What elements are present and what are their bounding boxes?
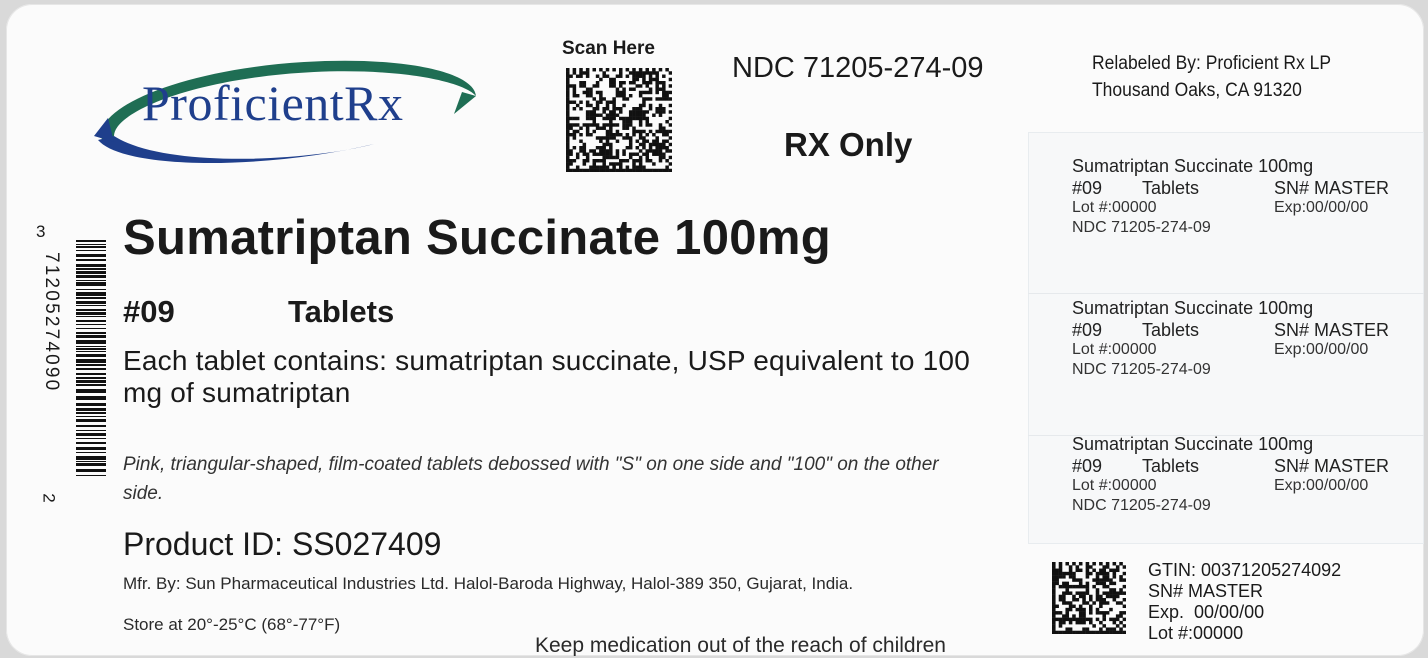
ingredient-statement: Each tablet contains: sumatriptan succin…	[123, 345, 970, 408]
tablet-count: #09	[123, 294, 175, 329]
side-label-name: Sumatriptan Succinate 100mg	[1072, 298, 1314, 318]
side-label-form: Tablets	[1142, 320, 1200, 340]
scan-here-label: Scan Here	[562, 38, 655, 59]
barcode-digits: 71205274090	[41, 252, 62, 393]
product-id: Product ID: SS027409	[123, 526, 442, 562]
peel-off-label[interactable]: Sumatriptan Succinate 100mg #09 Tablets …	[1028, 434, 1424, 572]
side-label-name: Sumatriptan Succinate 100mg	[1072, 156, 1314, 176]
side-label-serial: SN# MASTER	[1274, 178, 1390, 198]
dosage-form: Tablets	[288, 294, 395, 329]
side-label-lot: Lot #:00000	[1072, 199, 1157, 216]
logo-swoosh-icon	[94, 60, 476, 164]
gtin-lot: Lot #:00000	[1148, 623, 1244, 643]
barcode-leading-digit: 3	[36, 222, 46, 241]
side-label-ndc: NDC 71205-274-09	[1072, 361, 1211, 378]
gtin-block: GTIN: 00371205274092 SN# MASTER Exp. 00/…	[1148, 560, 1341, 644]
side-label-count: #09	[1072, 456, 1103, 476]
ndc-number: NDC 71205-274-09	[732, 52, 984, 84]
upc-barcode-icon	[76, 240, 106, 476]
relabeler-info: Relabeled By: Proficient Rx LP Thousand …	[1092, 50, 1331, 104]
peel-off-labels-panel	[1028, 132, 1424, 544]
gtin-serial: SN# MASTER	[1148, 581, 1264, 601]
logo-text: ProficientRx	[142, 75, 404, 131]
child-warning: Keep medication out of the reach of chil…	[535, 634, 946, 656]
tablet-description: Pink, triangular-shaped, film-coated tab…	[123, 454, 939, 504]
small-datamatrix-icon	[1052, 562, 1126, 634]
relabeler-name: Relabeled By: Proficient Rx LP	[1092, 53, 1332, 74]
side-label-form: Tablets	[1142, 456, 1200, 476]
storage-instructions: Store at 20°-25°C (68°-77°F)	[123, 615, 341, 634]
peel-off-label[interactable]: Sumatriptan Succinate 100mg #09 Tablets …	[1028, 156, 1424, 294]
barcode-trailing-digit: 2	[39, 493, 59, 503]
gtin-exp: Exp. 00/00/00	[1148, 602, 1265, 622]
datamatrix-code-icon	[566, 68, 672, 172]
side-label-exp: Exp:00/00/00	[1274, 199, 1369, 216]
side-label-serial: SN# MASTER	[1274, 320, 1390, 340]
relabeler-address: Thousand Oaks, CA 91320	[1092, 80, 1302, 101]
side-label-count: #09	[1072, 178, 1103, 198]
side-label-exp: Exp:00/00/00	[1274, 477, 1369, 494]
side-label-exp: Exp:00/00/00	[1274, 341, 1369, 358]
side-label-lot: Lot #:00000	[1072, 341, 1157, 358]
side-label-count: #09	[1072, 320, 1103, 340]
proficientrx-logo: ProficientRx	[84, 52, 484, 180]
peel-off-label[interactable]: Sumatriptan Succinate 100mg #09 Tablets …	[1028, 298, 1424, 436]
side-label-form: Tablets	[1142, 178, 1200, 198]
product-title: Sumatriptan Succinate 100mg	[123, 211, 831, 265]
manufacturer-info: Mfr. By: Sun Pharmaceutical Industries L…	[123, 574, 854, 593]
side-label-name: Sumatriptan Succinate 100mg	[1072, 434, 1314, 454]
gtin-number: GTIN: 00371205274092	[1148, 560, 1342, 580]
prescription-label: ProficientRx Scan Here NDC 71205-274-09 …	[6, 4, 1424, 656]
side-label-lot: Lot #:00000	[1072, 477, 1157, 494]
rx-only-label: RX Only	[784, 126, 913, 163]
side-label-ndc: NDC 71205-274-09	[1072, 219, 1211, 236]
side-label-serial: SN# MASTER	[1274, 456, 1390, 476]
side-label-ndc: NDC 71205-274-09	[1072, 497, 1211, 514]
